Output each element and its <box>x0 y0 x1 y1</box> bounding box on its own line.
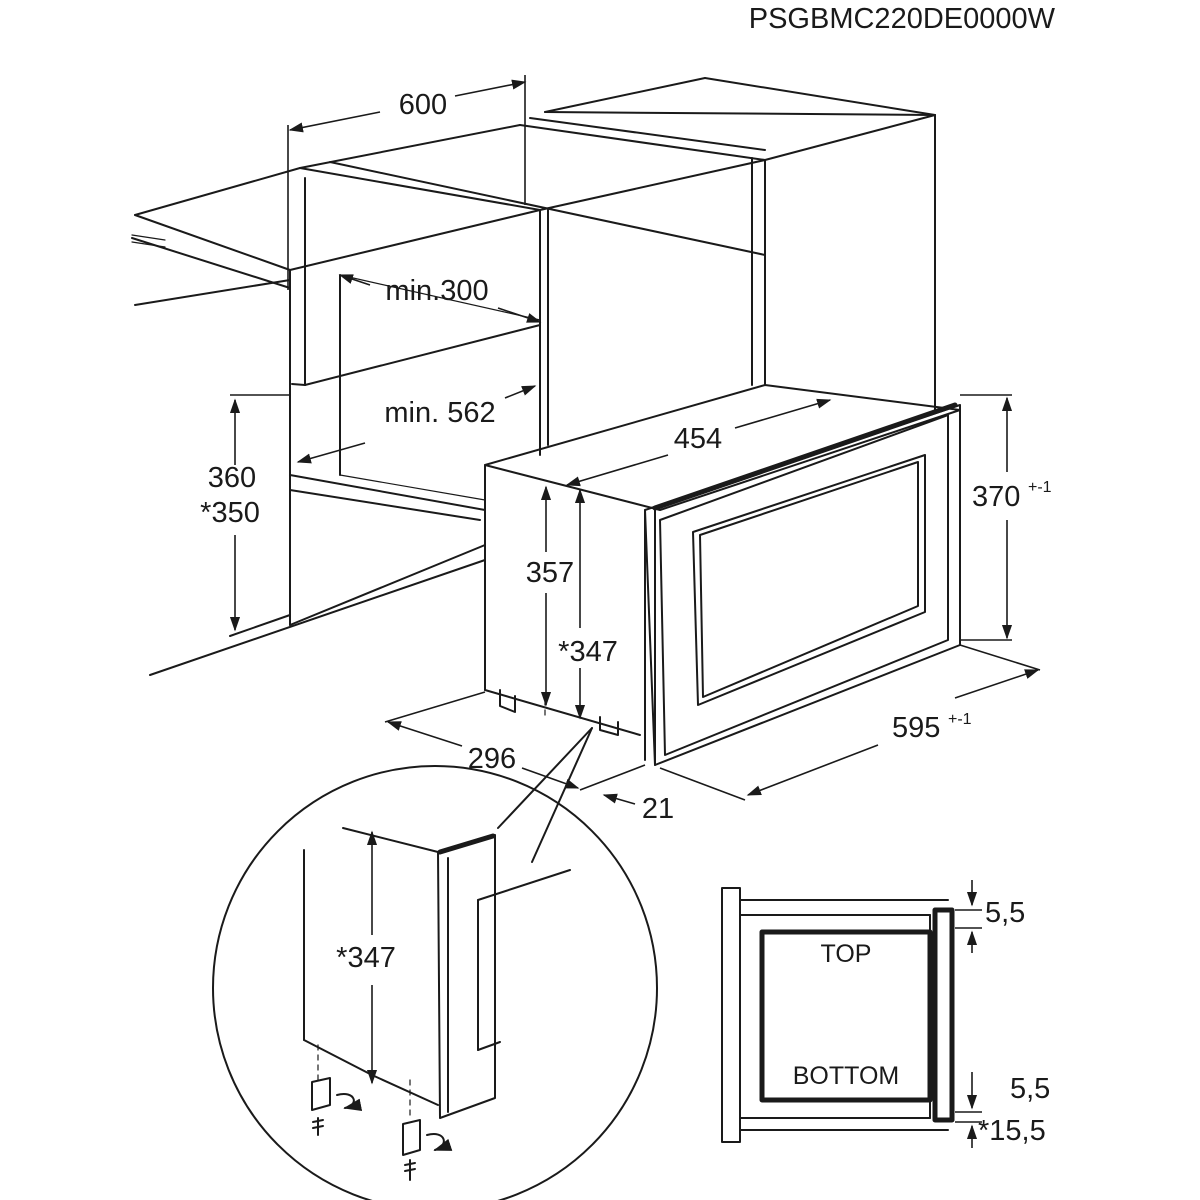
dim-360-label: 360 <box>208 462 256 494</box>
screw-icon <box>312 1117 324 1136</box>
dim-600-label: 600 <box>399 89 447 121</box>
dim-357-label: 357 <box>526 557 574 589</box>
detail-callout <box>497 727 593 863</box>
dim-350-label: *350 <box>200 497 260 529</box>
dim-min-300-label: min.300 <box>385 275 488 307</box>
rotate-arrow-icon <box>426 1133 453 1151</box>
dim-min-562-label: min. 562 <box>384 397 495 429</box>
dimension-595: 595 +-1 <box>659 644 1041 801</box>
dimension-min-300: min.300 <box>338 274 542 323</box>
dim-347-label: *347 <box>558 636 618 668</box>
dim-370-tolerance: +-1 <box>1028 479 1052 496</box>
section-gap-top-label: 5,5 <box>985 897 1025 929</box>
section-gap-bottom-alt-label: *15,5 <box>978 1115 1046 1147</box>
dimension-min-562: min. 562 <box>296 385 537 464</box>
dim-370-label: 370 <box>972 481 1020 513</box>
dimension-347: *347 <box>558 488 618 720</box>
screw-icon <box>404 1159 416 1181</box>
section-bottom-label: BOTTOM <box>793 1062 899 1090</box>
kitchen-cabinets <box>131 77 936 676</box>
dimension-454: 454 <box>565 398 832 487</box>
foot-icon <box>402 1119 421 1156</box>
section-top-label: TOP <box>821 940 872 968</box>
dimension-600: 600 <box>287 75 527 290</box>
dim-595-label: 595 <box>892 712 940 744</box>
dimension-370: 370 +-1 <box>960 394 1052 641</box>
dimension-360: 360 *350 <box>200 394 290 632</box>
dimension-21: 21 <box>579 764 674 825</box>
model-code: PSGBMC220DE0000W <box>749 3 1056 35</box>
microwave-oven <box>484 384 961 766</box>
dim-454-label: 454 <box>674 423 722 455</box>
dimension-357: 357 <box>526 485 574 707</box>
section-view: TOP BOTTOM 5,5 5,5 *15,5 <box>721 880 1050 1148</box>
detail-view: *347 <box>212 765 658 1200</box>
detail-347-label: *347 <box>336 942 396 974</box>
dim-595-tolerance: +-1 <box>948 711 972 728</box>
rotate-arrow-icon <box>336 1093 363 1111</box>
section-gap-bottom-label: 5,5 <box>1010 1073 1050 1105</box>
dim-21-label: 21 <box>642 793 674 825</box>
foot-icon <box>311 1077 331 1111</box>
